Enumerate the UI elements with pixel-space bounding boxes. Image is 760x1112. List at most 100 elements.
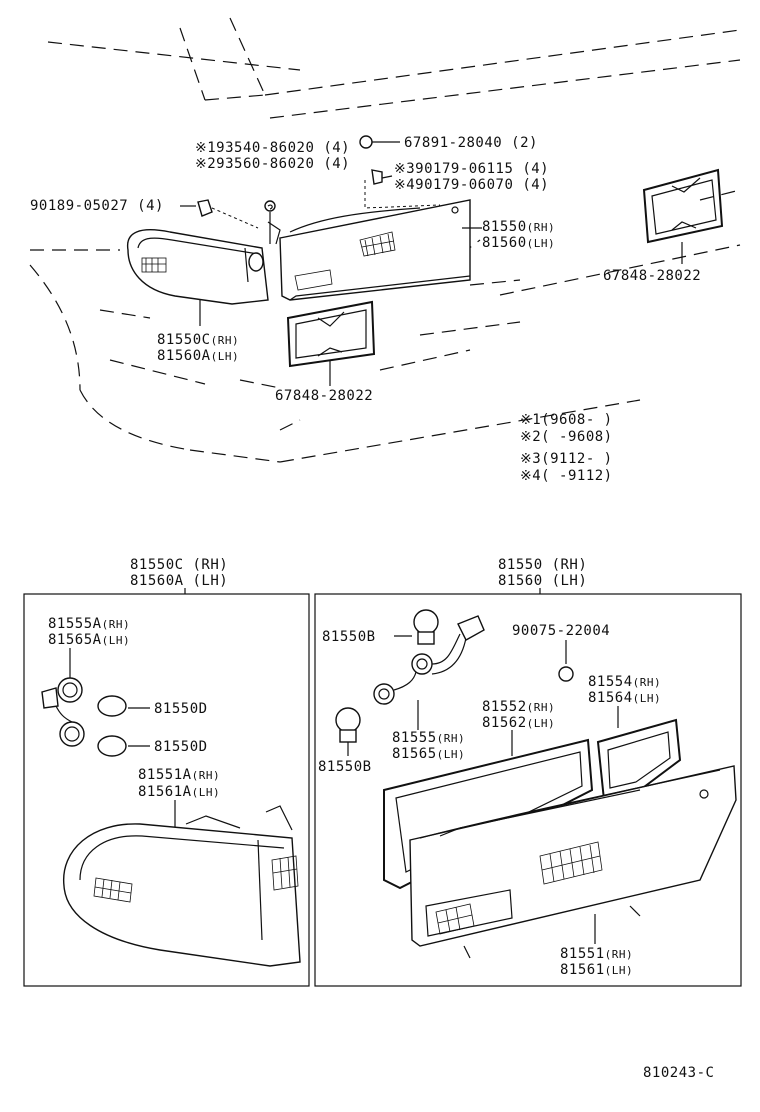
- right-socket-lh: 81565: [392, 746, 437, 762]
- svg-text:※293560-86020 (4): ※293560-86020 (4): [195, 156, 350, 172]
- left-lens-rh: 81551A: [138, 767, 192, 783]
- right-cover-lh-side: (LH): [633, 692, 662, 705]
- left-bulb2: 81550D: [154, 739, 208, 755]
- svg-text:90189-05027 (4): 90189-05027 (4): [30, 198, 164, 214]
- note-3-range: (9112- ): [541, 451, 612, 467]
- left-lens-lh-side: (LH): [192, 786, 221, 799]
- right-lens-lh-side: (LH): [605, 964, 634, 977]
- svg-text:81552(RH): 81552(RH): [482, 699, 555, 715]
- left-box-header-lh: 81560A (LH): [130, 573, 228, 589]
- right-lens-rh: 81551: [560, 946, 605, 962]
- callout-p6-part: 90189-05027: [30, 198, 128, 214]
- callout-p5-code: ※4: [394, 177, 415, 193]
- top-callouts: ※193540-86020 (4) ※293560-86020 (4) 6789…: [30, 135, 701, 404]
- top-fasteners: [197, 135, 400, 244]
- svg-text:81562(LH): 81562(LH): [482, 715, 555, 731]
- callout-p6-qty: (4): [137, 198, 164, 214]
- right-bulb-bottom: 81550B: [318, 759, 372, 775]
- right-gasket-rh-side: (RH): [527, 701, 556, 714]
- right-cover-lh: 81564: [588, 690, 633, 706]
- callout-p3-qty: (2): [511, 135, 538, 151]
- svg-text:※3(9112- ): ※3(9112- ): [520, 451, 613, 467]
- top-gasket-left: [286, 300, 376, 368]
- note-2-mark: ※2: [520, 429, 541, 445]
- callout-p2-part: 93560-86020: [216, 156, 314, 172]
- right-gasket-lh: 81562: [482, 715, 527, 731]
- svg-text:81551A(RH): 81551A(RH): [138, 767, 220, 783]
- callout-p12-part: 67848-28022: [275, 388, 373, 404]
- right-lens-lh: 81561: [560, 962, 605, 978]
- note-4-range: ( -9112): [541, 468, 612, 484]
- svg-text:※2( -9608): ※2( -9608): [520, 429, 613, 445]
- svg-text:81555A(RH): 81555A(RH): [48, 616, 130, 632]
- right-bulb-top: 81550B: [322, 629, 376, 645]
- callout-p5-qty: (4): [522, 177, 549, 193]
- svg-text:81554(RH): 81554(RH): [588, 674, 661, 690]
- note-4-mark: ※4: [520, 468, 541, 484]
- note-3-mark: ※3: [520, 451, 541, 467]
- svg-text:81565A(LH): 81565A(LH): [48, 632, 130, 648]
- right-socket-rh-side: (RH): [437, 732, 466, 745]
- callout-p4-qty: (4): [522, 161, 549, 177]
- callout-p2-qty: (4): [323, 156, 350, 172]
- left-socket-lh-side: (LH): [102, 634, 131, 647]
- car-body-outline: [29, 17, 741, 463]
- svg-text:※193540-86020 (4): ※193540-86020 (4): [195, 140, 350, 156]
- callout-p2-code: ※2: [195, 156, 216, 172]
- svg-text:81561(LH): 81561(LH): [560, 962, 633, 978]
- callout-p1-code: ※1: [195, 140, 216, 156]
- right-gasket-lh-side: (LH): [527, 717, 556, 730]
- svg-text:81550C(RH): 81550C(RH): [157, 332, 239, 348]
- note-1-range: (9608- ): [541, 412, 612, 428]
- right-detail-box: 81550 (RH) 81560 (LH) 81550B 90075-22004…: [314, 557, 742, 987]
- left-bulb1: 81550D: [154, 701, 208, 717]
- svg-text:81551(RH): 81551(RH): [560, 946, 633, 962]
- callout-p10-part: 81550C: [157, 332, 211, 348]
- svg-text:67891-28040 (2): 67891-28040 (2): [404, 135, 538, 151]
- right-screw: 90075-22004: [512, 623, 610, 639]
- note-2-range: ( -9608): [541, 429, 612, 445]
- note-1-mark: ※1: [520, 412, 541, 428]
- right-box-header-rh: 81550 (RH): [498, 557, 587, 573]
- left-socket-lh: 81565A: [48, 632, 102, 648]
- svg-text:※1(9608- ): ※1(9608- ): [520, 412, 613, 428]
- right-cover-rh-side: (RH): [633, 676, 662, 689]
- callout-p7-side: (RH): [527, 221, 556, 234]
- callout-p9-part: 67848-28022: [603, 268, 701, 284]
- svg-text:81564(LH): 81564(LH): [588, 690, 661, 706]
- left-detail-box: 81550C (RH) 81560A (LH) 81555A(RH) 81565…: [23, 557, 310, 987]
- top-center-lamp: [279, 180, 471, 301]
- svg-text:81560A(LH): 81560A(LH): [157, 348, 239, 364]
- right-socket-lh-side: (LH): [437, 748, 466, 761]
- right-lens-rh-side: (RH): [605, 948, 634, 961]
- callout-p8-part: 81560: [482, 235, 527, 251]
- callout-p10-side: (RH): [211, 334, 240, 347]
- callout-p1-qty: (4): [323, 140, 350, 156]
- svg-text:81561A(LH): 81561A(LH): [138, 784, 220, 800]
- right-cover-rh: 81554: [588, 674, 633, 690]
- callout-p4-part: 90179-06115: [415, 161, 513, 177]
- svg-text:81560(LH): 81560(LH): [482, 235, 555, 251]
- top-gasket-right: [642, 168, 724, 244]
- left-socket-rh-side: (RH): [102, 618, 131, 631]
- callout-p11-part: 81560A: [157, 348, 211, 364]
- date-notes: ※1(9608- ) ※2( -9608) ※3(9112- ) ※4( -91…: [520, 412, 613, 484]
- left-box-header-rh: 81550C (RH): [130, 557, 228, 573]
- callout-p4-code: ※3: [394, 161, 415, 177]
- svg-text:※4( -9112): ※4( -9112): [520, 468, 613, 484]
- top-leader-lines: [180, 175, 683, 386]
- diagram-code: 810243-C: [643, 1065, 714, 1081]
- callout-p5-part: 90179-06070: [415, 177, 513, 193]
- left-lens-lh: 81561A: [138, 784, 192, 800]
- callout-p3-part: 67891-28040: [404, 135, 502, 151]
- svg-text:81550(RH): 81550(RH): [482, 219, 555, 235]
- svg-text:※390179-06115 (4): ※390179-06115 (4): [394, 161, 549, 177]
- top-tail-lamp-left: [126, 221, 281, 305]
- right-gasket-rh: 81552: [482, 699, 527, 715]
- svg-text:※490179-06070 (4): ※490179-06070 (4): [394, 177, 549, 193]
- right-socket-rh: 81555: [392, 730, 437, 746]
- callout-p11-side: (LH): [211, 350, 240, 363]
- callout-p8-side: (LH): [527, 237, 556, 250]
- callout-p1-part: 93540-86020: [216, 140, 314, 156]
